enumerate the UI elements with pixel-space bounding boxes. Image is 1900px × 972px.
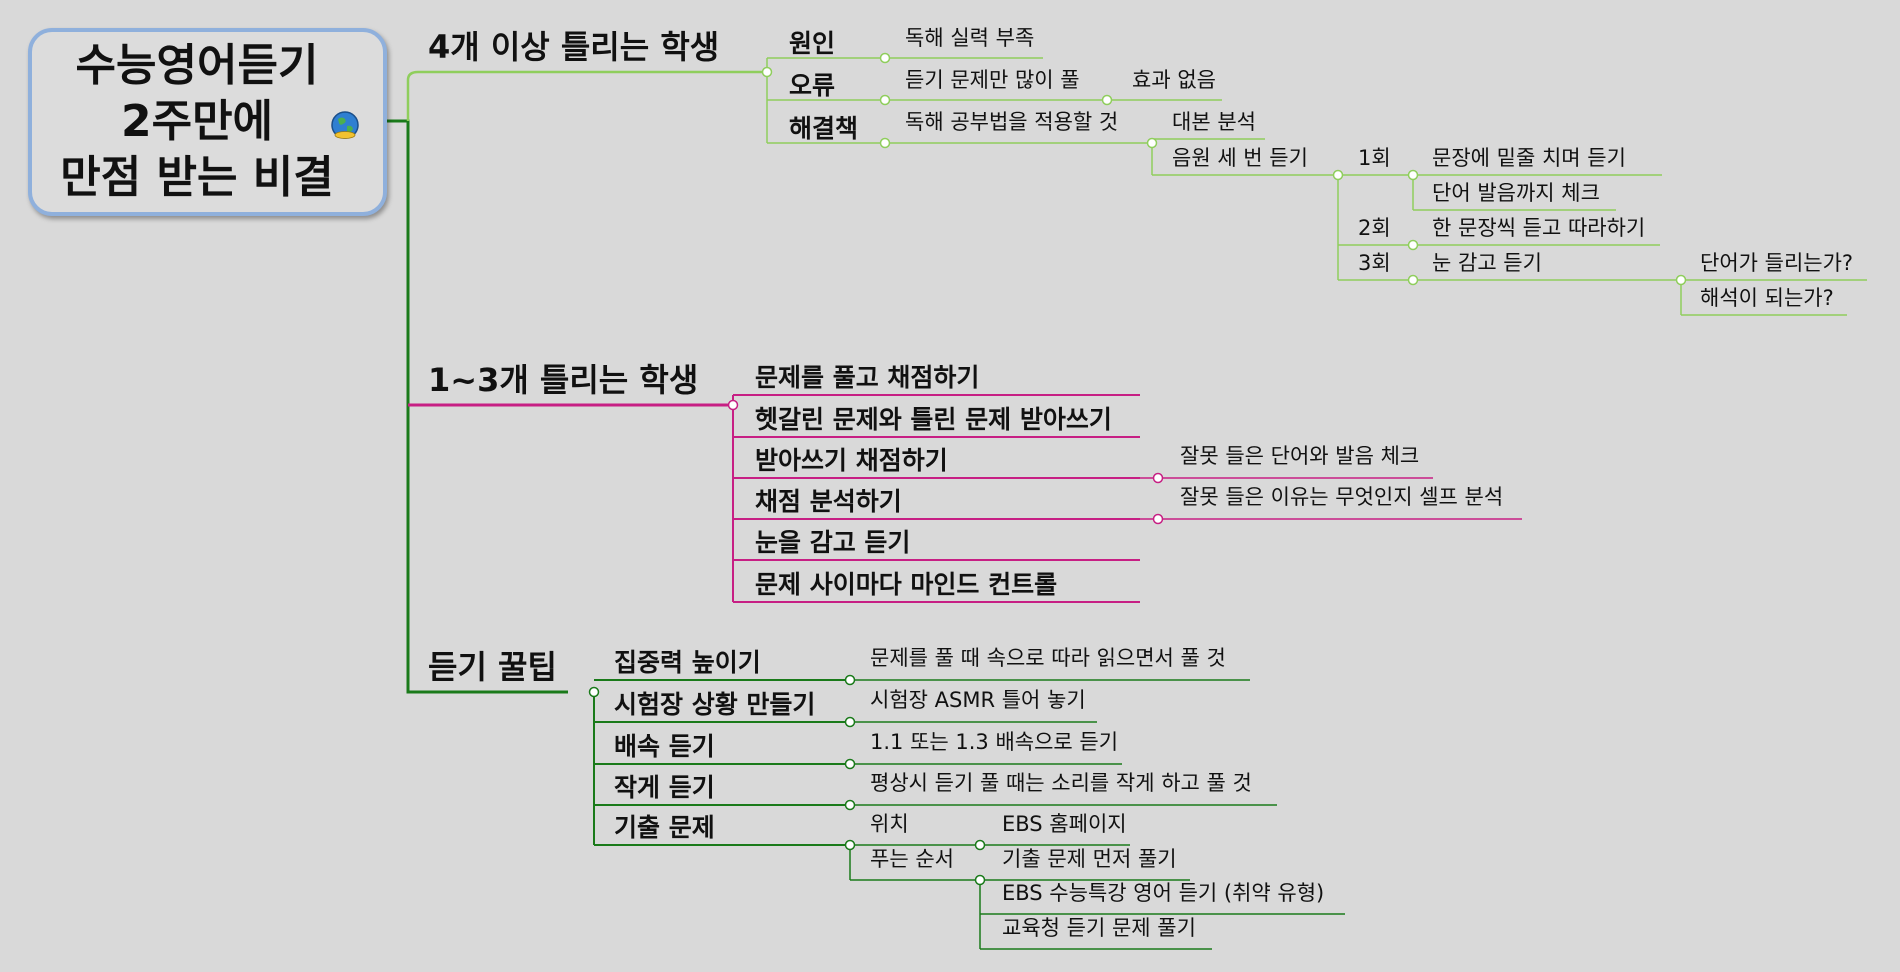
- note-self-analysis[interactable]: 잘못 들은 이유는 무엇인지 셀프 분석: [1180, 485, 1504, 509]
- error-label[interactable]: 오류: [789, 71, 836, 100]
- tip-quiet[interactable]: 작게 듣기: [614, 773, 715, 802]
- globe-icon: [331, 111, 359, 139]
- past-location-label[interactable]: 위치: [870, 812, 909, 836]
- past-order-step-2[interactable]: EBS 수능특강 영어 듣기 (취약 유형): [1002, 881, 1325, 905]
- past-location-value[interactable]: EBS 홈페이지: [1002, 812, 1127, 836]
- tip-speed[interactable]: 배속 듣기: [614, 732, 715, 761]
- tip-exam-setting-note[interactable]: 시험장 ASMR 틀어 놓기: [870, 688, 1086, 712]
- past-order-step-1[interactable]: 기출 문제 먼저 풀기: [1002, 847, 1177, 871]
- solution-label[interactable]: 해결책: [789, 114, 859, 143]
- branch-4plus-wrong[interactable]: 4개 이상 틀리는 학생: [428, 28, 720, 66]
- tip-focus-note[interactable]: 문제를 풀 때 속으로 따라 읽으면서 풀 것: [870, 646, 1226, 670]
- step-dictation[interactable]: 헷갈린 문제와 틀린 문제 받아쓰기: [755, 405, 1112, 434]
- round-3-question-1[interactable]: 단어가 들리는가?: [1700, 251, 1854, 275]
- listen-three-times[interactable]: 음원 세 번 듣기: [1172, 146, 1308, 170]
- past-order-step-3[interactable]: 교육청 듣기 문제 풀기: [1002, 916, 1196, 940]
- round-2-step-a[interactable]: 한 문장씩 듣고 따라하기: [1432, 216, 1646, 240]
- error-result[interactable]: 효과 없음: [1132, 68, 1216, 92]
- step-mind-control[interactable]: 문제 사이마다 마인드 컨트롤: [755, 570, 1058, 599]
- script-analysis[interactable]: 대본 분석: [1172, 110, 1256, 134]
- tip-exam-setting[interactable]: 시험장 상황 만들기: [614, 690, 816, 719]
- past-order-label[interactable]: 푸는 순서: [870, 847, 954, 871]
- step-solve-and-grade[interactable]: 문제를 풀고 채점하기: [755, 363, 980, 392]
- branch-1to3-wrong[interactable]: 1~3개 틀리는 학생: [428, 361, 699, 399]
- step-analyze[interactable]: 채점 분석하기: [755, 487, 902, 516]
- step-eyes-closed[interactable]: 눈을 감고 듣기: [755, 528, 911, 557]
- tip-focus[interactable]: 집중력 높이기: [614, 648, 761, 677]
- step-grade-dictation[interactable]: 받아쓰기 채점하기: [755, 446, 948, 475]
- cause-detail[interactable]: 독해 실력 부족: [905, 26, 1035, 50]
- round-3-step-a[interactable]: 눈 감고 듣기: [1432, 251, 1542, 275]
- tip-past-exams[interactable]: 기출 문제: [614, 813, 715, 842]
- note-check-words[interactable]: 잘못 들은 단어와 발음 체크: [1180, 444, 1420, 468]
- root-topic[interactable]: 수능영어듣기 2주만에 만점 받는 비결: [28, 28, 387, 216]
- error-detail[interactable]: 듣기 문제만 많이 풀: [905, 68, 1080, 92]
- tip-speed-note[interactable]: 1.1 또는 1.3 배속으로 듣기: [870, 730, 1119, 754]
- solution-detail[interactable]: 독해 공부법을 적용할 것: [905, 110, 1119, 134]
- round-2-label[interactable]: 2회: [1358, 216, 1391, 240]
- round-1-label[interactable]: 1회: [1358, 146, 1391, 170]
- root-topic-title: 수능영어듣기 2주만에 만점 받는 비결: [60, 40, 334, 203]
- tip-quiet-note[interactable]: 평상시 듣기 풀 때는 소리를 작게 하고 풀 것: [870, 771, 1252, 795]
- round-3-question-2[interactable]: 해석이 되는가?: [1700, 286, 1834, 310]
- round-1-step-b[interactable]: 단어 발음까지 체크: [1432, 181, 1600, 205]
- round-3-label[interactable]: 3회: [1358, 251, 1391, 275]
- cause-label[interactable]: 원인: [789, 29, 836, 58]
- branch-listening-tips[interactable]: 듣기 꿀팁: [428, 648, 557, 686]
- round-1-step-a[interactable]: 문장에 밑줄 치며 듣기: [1432, 146, 1626, 170]
